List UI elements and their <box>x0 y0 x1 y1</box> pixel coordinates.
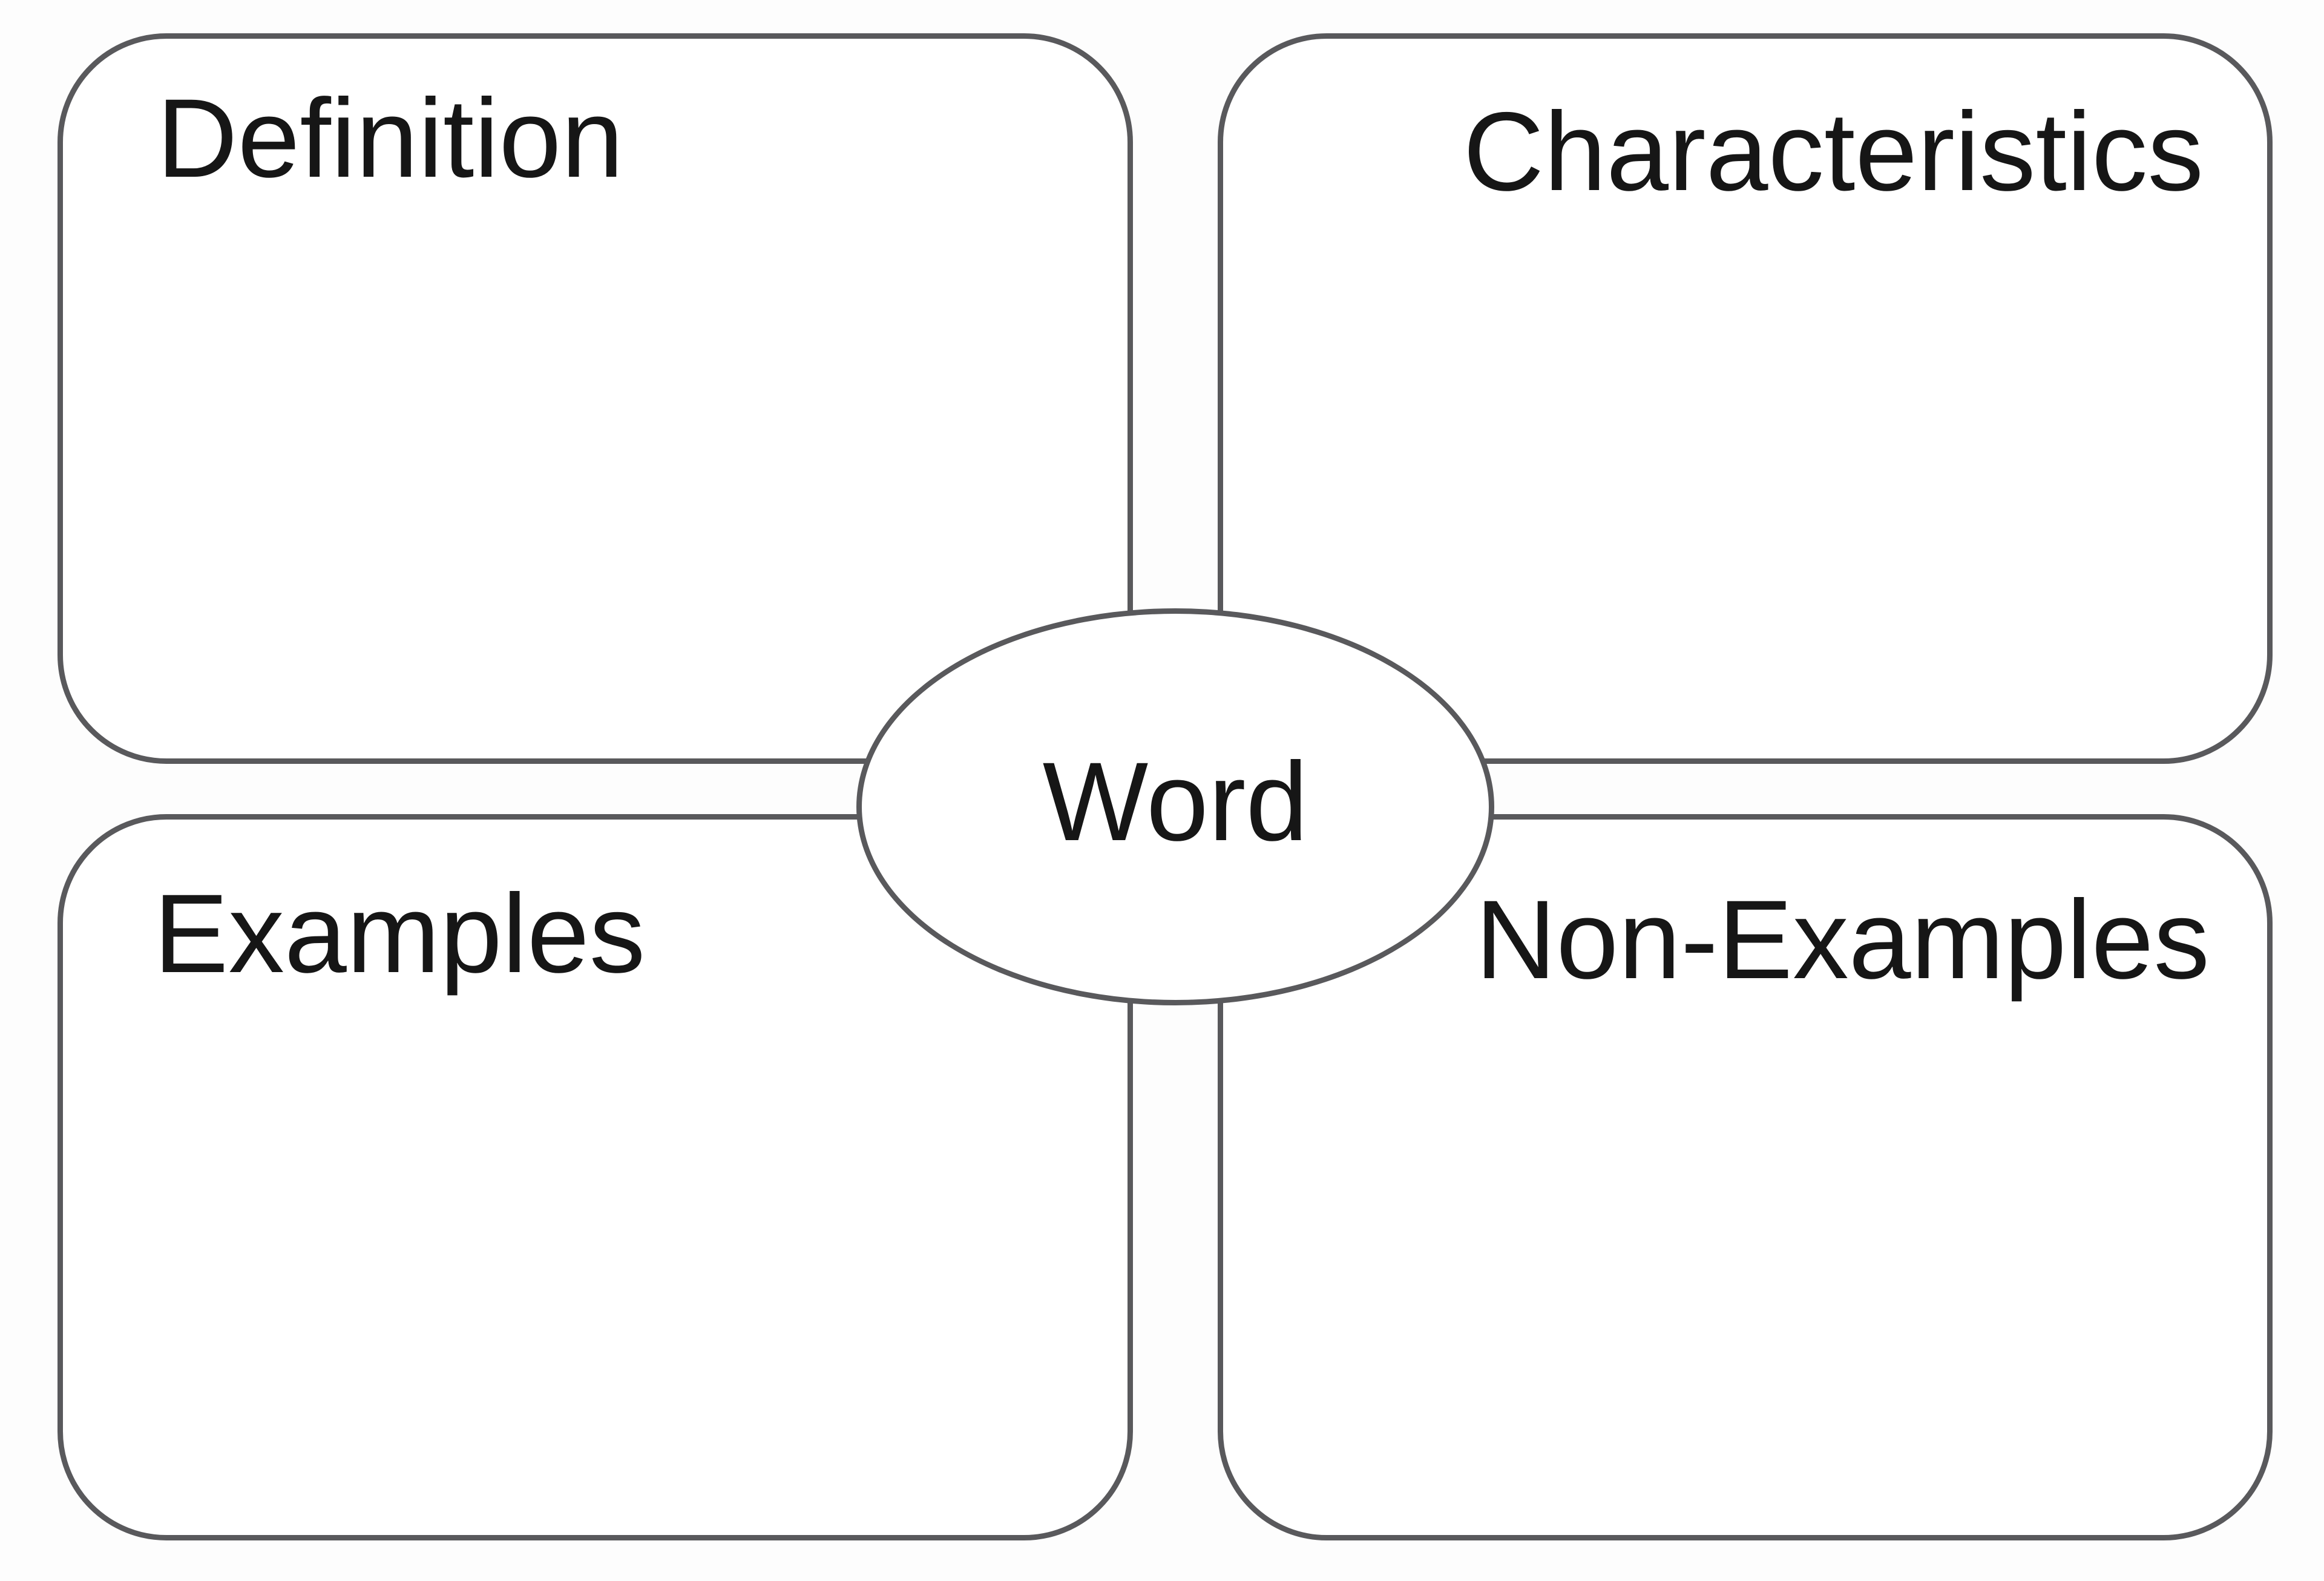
non-examples-label: Non-Examples <box>1475 878 2210 1002</box>
definition-box: Definition <box>57 33 1133 764</box>
characteristics-label: Characteristics <box>1463 90 2204 214</box>
characteristics-box: Characteristics <box>1218 33 2273 764</box>
word-label: Word <box>1042 739 1308 864</box>
definition-label: Definition <box>157 76 624 201</box>
non-examples-box: Non-Examples <box>1218 814 2273 1540</box>
examples-label: Examples <box>154 872 646 996</box>
word-ellipse: Word <box>856 608 1494 1005</box>
